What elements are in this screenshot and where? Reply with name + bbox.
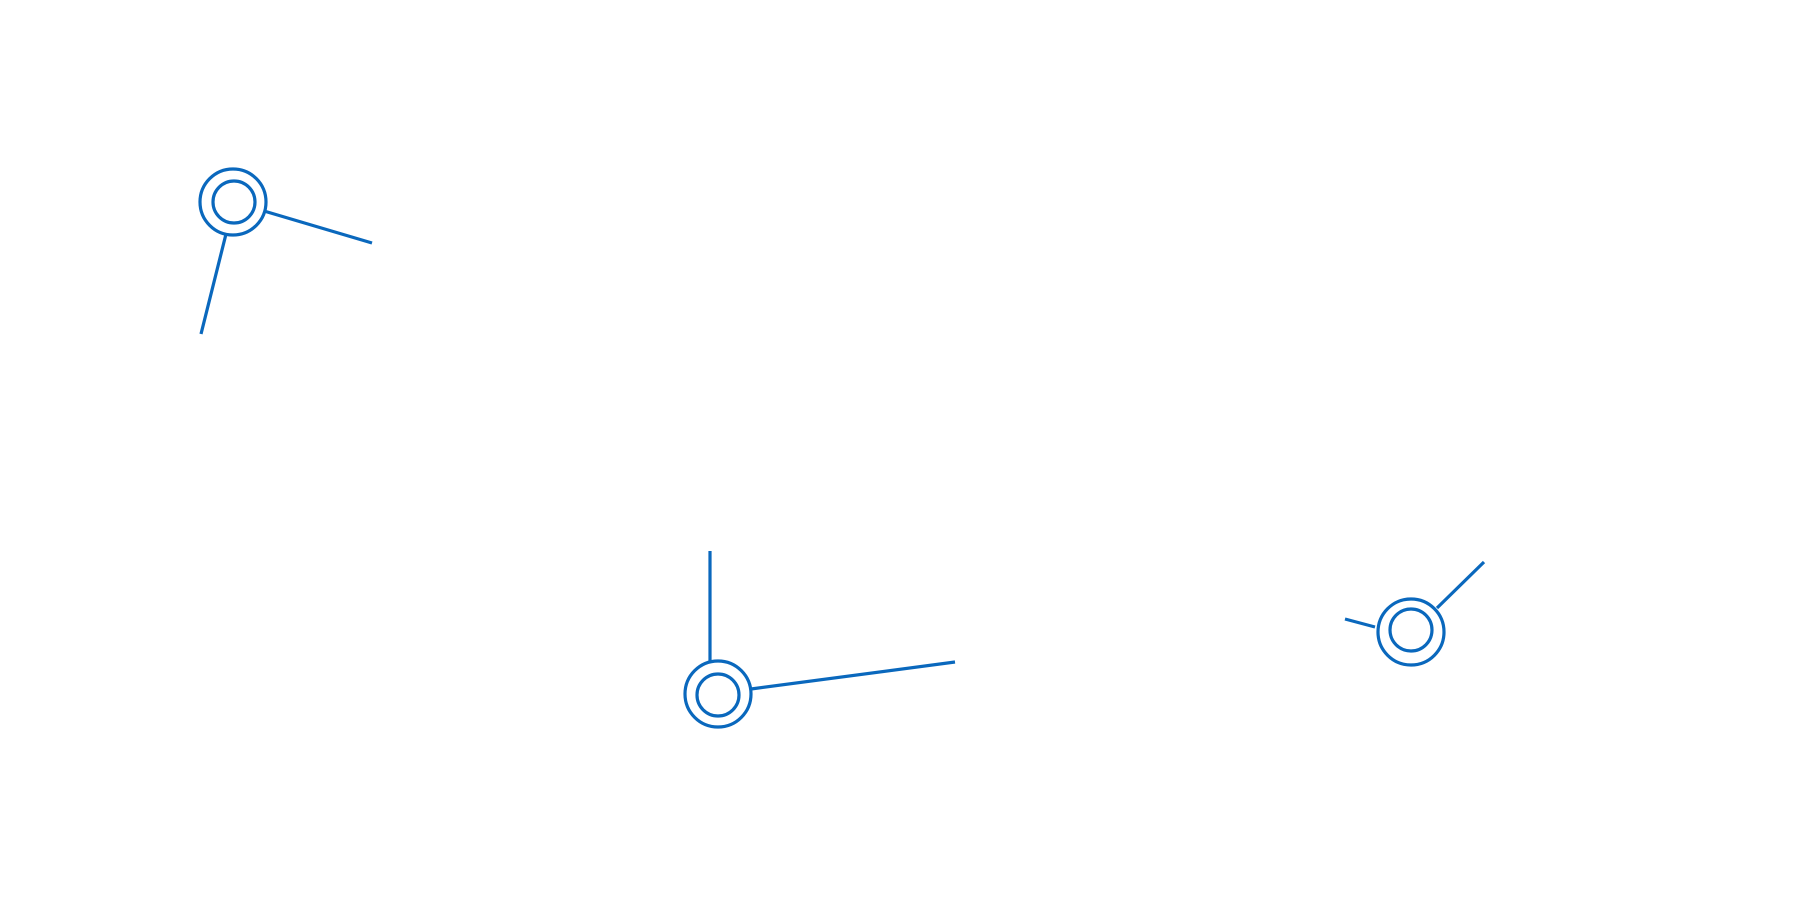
node-b	[683, 551, 956, 729]
node-a	[198, 167, 373, 335]
node-a-spoke-south	[199, 233, 228, 335]
node-c-spoke-west	[1344, 617, 1376, 629]
node-a-outer-ring-icon	[198, 167, 268, 237]
node-c-outer-ring-icon	[1376, 597, 1446, 667]
node-c-spoke-northeast	[1435, 560, 1486, 610]
node-a-inner-ring-icon	[211, 179, 257, 225]
node-b-inner-ring-icon	[695, 672, 741, 718]
node-b-spoke-east	[750, 660, 956, 691]
node-b-outer-ring-icon	[683, 659, 753, 729]
node-c	[1344, 560, 1486, 667]
node-a-spoke-east	[263, 209, 373, 245]
node-c-inner-ring-icon	[1388, 607, 1434, 653]
